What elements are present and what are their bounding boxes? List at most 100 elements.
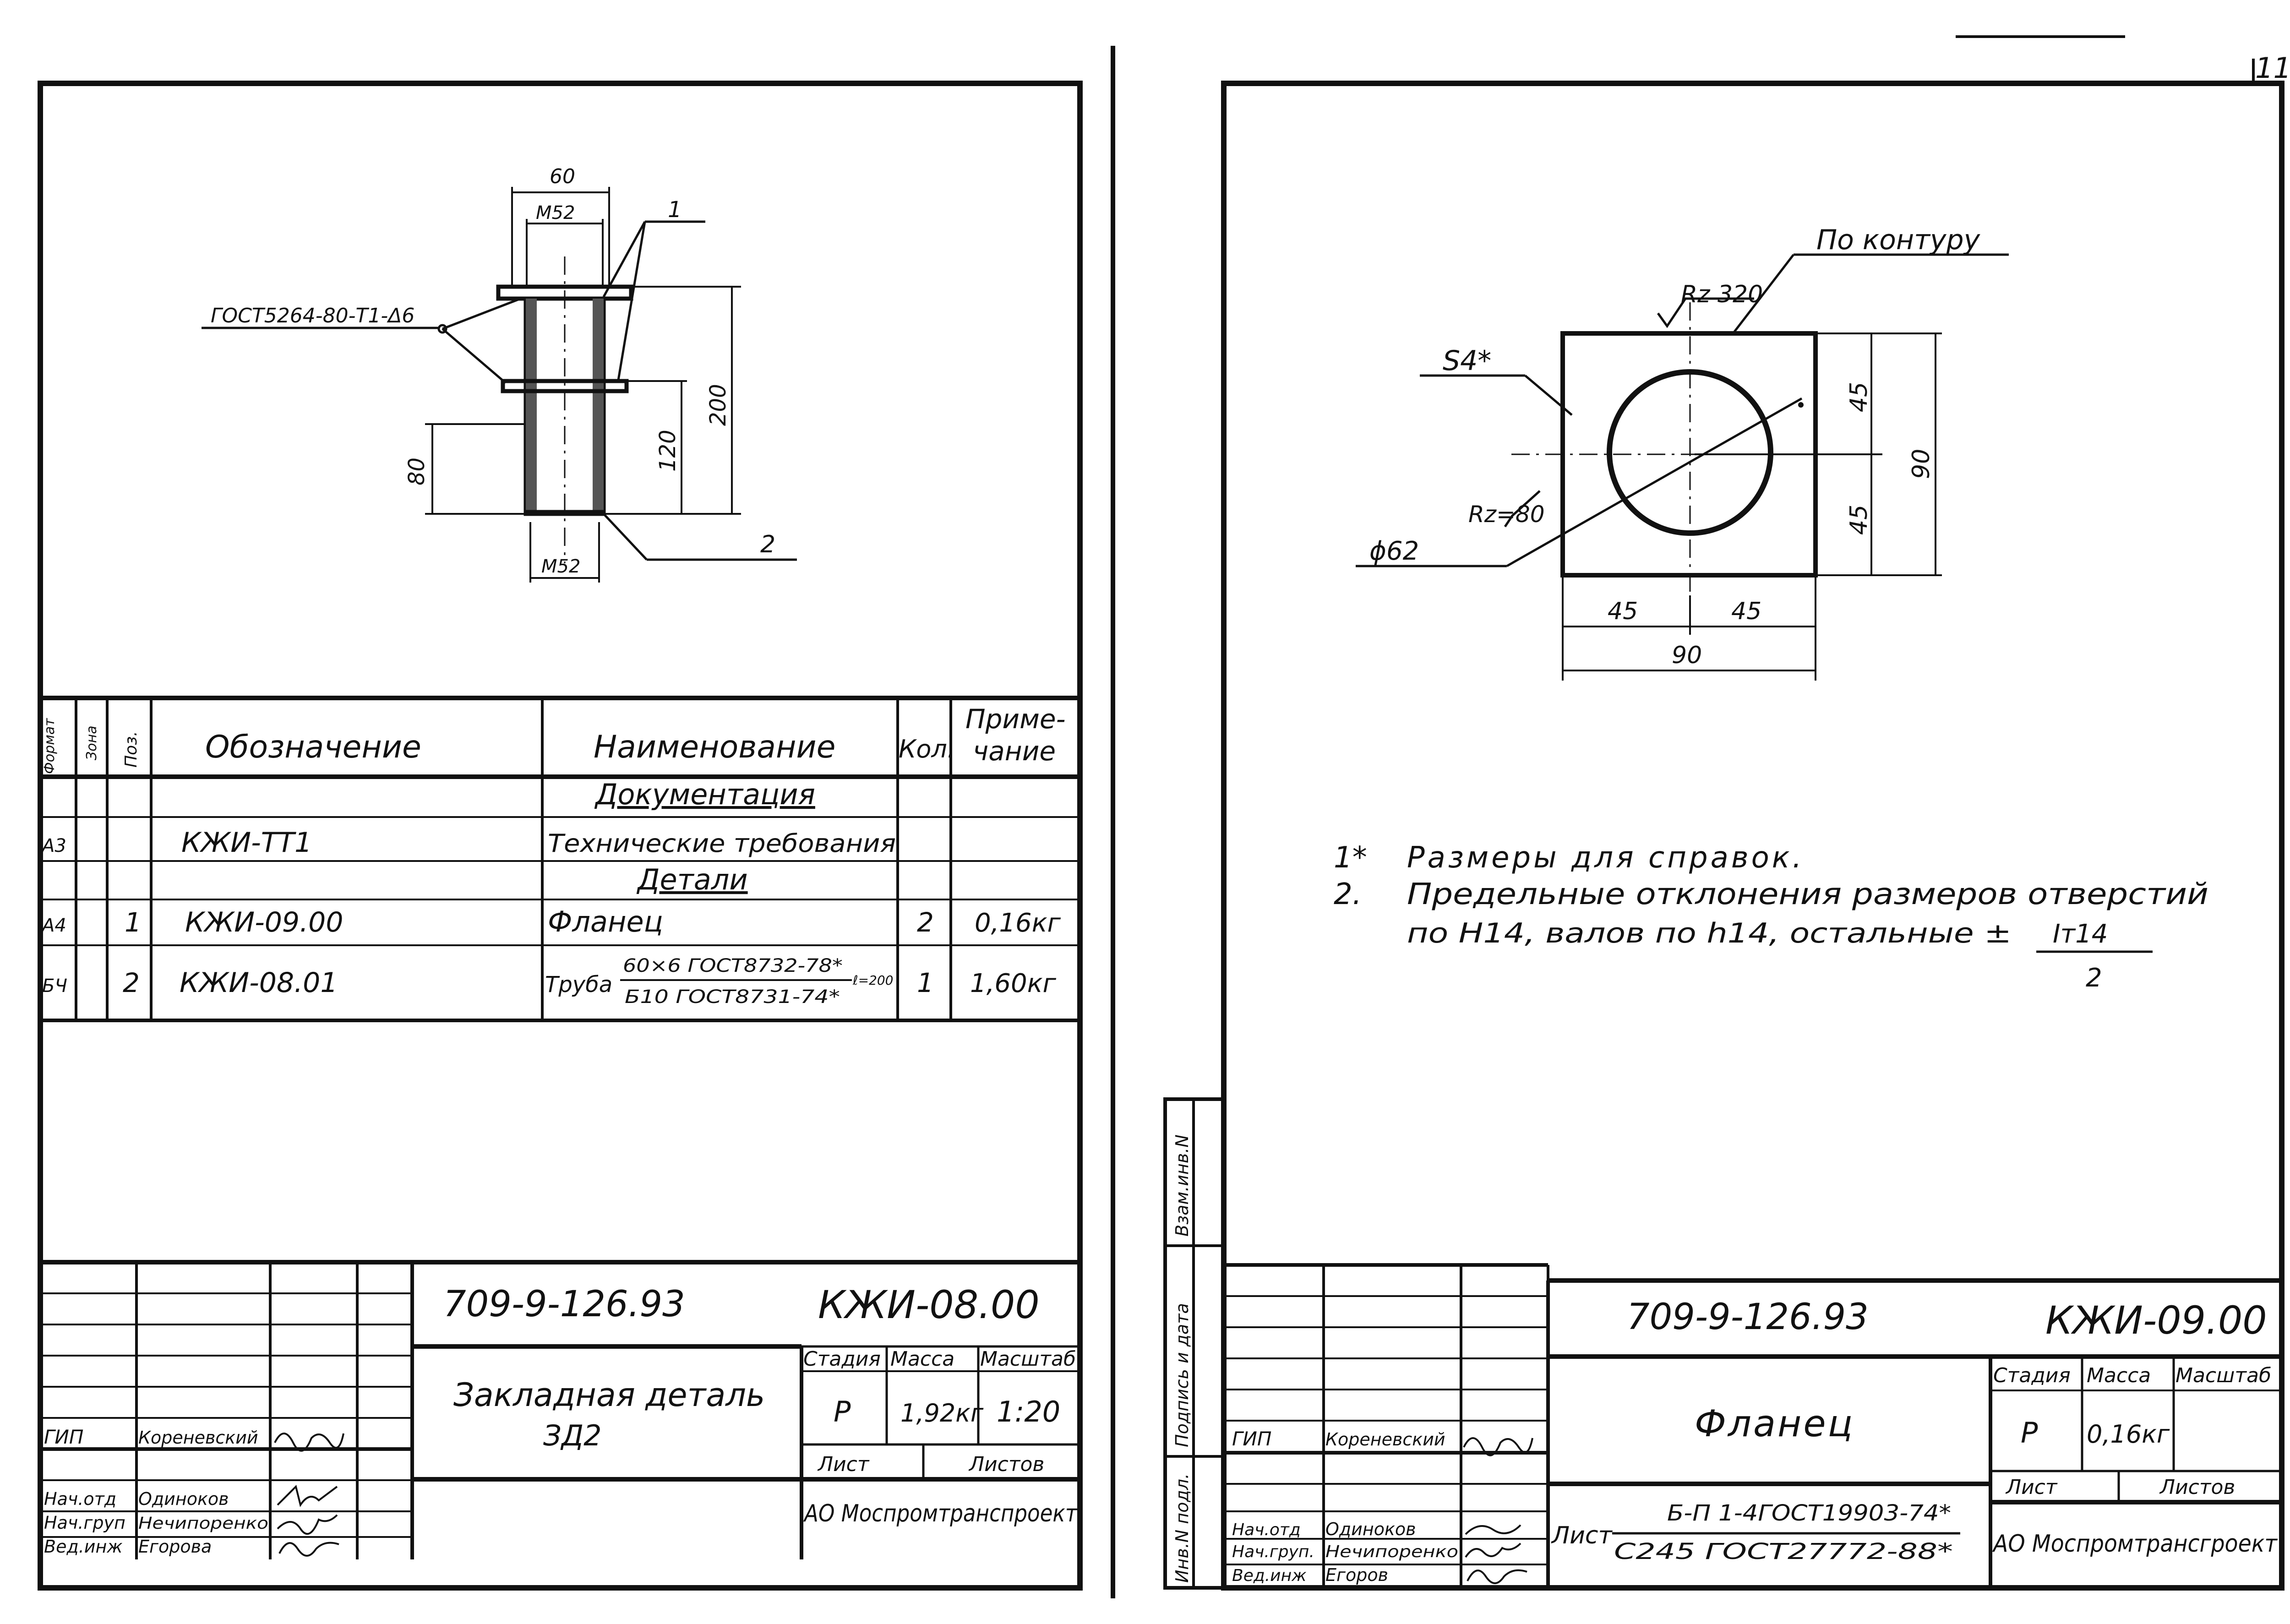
pipe-denominator: Б10 ГОСТ8731-74*	[625, 986, 840, 1008]
role-lead-eng: Вед.инж	[44, 1537, 123, 1557]
pos-2-label: 2	[760, 531, 775, 558]
dim-height-mid: 120	[655, 430, 681, 472]
dim-height-low: 80	[404, 458, 430, 485]
hole-diameter: ϕ62	[1369, 536, 1419, 566]
signature	[274, 1433, 344, 1452]
signature	[277, 1514, 338, 1535]
roughness-top: Rz 320	[1681, 281, 1763, 308]
col-designation: Обозначение	[205, 729, 421, 765]
embedded-part-drawing: 60 M52 M52 200 120 80	[202, 165, 797, 583]
section-parts: Детали	[636, 863, 748, 896]
name-head-dept: Одиноков	[138, 1489, 229, 1509]
row-3-format: БЧ	[42, 975, 67, 997]
col-name: Наименование	[594, 729, 835, 765]
material-denominator: С245 ГОСТ27772-88*	[1614, 1539, 1953, 1564]
part-title: Фланец	[1695, 1402, 1854, 1445]
signature	[278, 1542, 339, 1557]
stamp-inv-no: Инв.N подл.	[1172, 1473, 1192, 1583]
dim-width-top: 60	[550, 165, 575, 188]
row-2-name: Фланец	[548, 905, 663, 938]
designation: КЖИ-09.00	[2045, 1298, 2267, 1343]
technical-notes: 1* Размеры для справок. 2. Предельные от…	[1334, 841, 2208, 993]
tolerance-numerator: Iт14	[2053, 919, 2108, 949]
name-gip: Кореневский	[1325, 1429, 1445, 1450]
row-3-pos: 2	[123, 967, 140, 998]
col-zone: Зона	[84, 725, 100, 760]
note-1-number: 1*	[1334, 841, 1367, 875]
doc-code: 709-9-126.93	[1627, 1297, 1869, 1338]
title-line1: Закладная деталь	[453, 1376, 765, 1414]
role-head-dept: Нач.отд	[44, 1489, 116, 1509]
sheet-label: Лист	[817, 1453, 870, 1476]
name-lead-eng: Егоров	[1325, 1565, 1388, 1585]
pos-1-label: 1	[668, 197, 682, 223]
row-1-format: А3	[41, 835, 66, 856]
dim-90-vertical: 90	[1908, 449, 1935, 479]
stamp-sign-date: Подпись и дата	[1172, 1303, 1192, 1447]
name-gip: Кореневский	[138, 1428, 258, 1448]
row-2-designation: КЖИ-09.00	[185, 906, 344, 938]
row-2-note: 0,16кг	[975, 908, 1061, 938]
contour-note: По контуру	[1816, 224, 1981, 256]
role-head-dept: Нач.отд	[1232, 1520, 1301, 1539]
role-gip: ГИП	[44, 1426, 83, 1448]
thickness-note: S4*	[1443, 345, 1491, 377]
col-note-line1: Приме-	[965, 703, 1066, 735]
designation: КЖИ-08.00	[818, 1282, 1040, 1327]
section-documentation: Документация	[594, 778, 815, 811]
name-head-dept: Одиноков	[1325, 1519, 1416, 1539]
signature	[1465, 1524, 1521, 1535]
note-2-line2: по Н14, валов по h14, остальные ±	[1407, 917, 2012, 949]
signature	[277, 1485, 338, 1507]
name-head-group: Нечипоренко	[138, 1514, 268, 1533]
scale-value: 1:20	[997, 1395, 1060, 1428]
row-3-note: 1,60кг	[970, 969, 1057, 998]
role-head-group: Нач.груп	[44, 1513, 125, 1533]
dim-45-right: 45	[1731, 598, 1761, 625]
signature	[1467, 1569, 1527, 1584]
row-1-name: Технические требования	[548, 829, 896, 858]
pipe-length: ℓ=200	[852, 973, 893, 988]
pipe-numerator: 60×6 ГОСТ8732-78*	[623, 955, 843, 976]
row-2-format: А4	[41, 915, 66, 936]
stage-value: Р	[834, 1395, 851, 1428]
doc-code: 709-9-126.93	[443, 1284, 685, 1325]
dim-thread-bottom: M52	[541, 556, 580, 577]
title-line2: ЗД2	[543, 1419, 602, 1452]
name-head-group: Нечипоренко	[1325, 1542, 1458, 1561]
scale-label: Масштаб	[980, 1347, 1076, 1371]
sheets-label: Листов	[2159, 1476, 2235, 1499]
scale-label: Масштаб	[2176, 1364, 2271, 1387]
row-2-pos: 1	[125, 907, 142, 938]
row-1-designation: КЖИ-ТТ1	[181, 827, 312, 859]
note-2-number: 2.	[1334, 877, 1362, 911]
mass-label: Масса	[2087, 1364, 2151, 1387]
sheet-left: 60 M52 M52 200 120 80	[38, 81, 1083, 1591]
row-3-qty: 1	[917, 967, 934, 998]
sheet-right: 11 По контуру Rz 320 S4* ϕ62 Rz=80	[1163, 51, 2290, 1591]
pipe-label: Труба	[545, 972, 612, 997]
title-block-left: 709-9-126.93 КЖИ-08.00 Закладная деталь …	[40, 1260, 1080, 1559]
material-label: Лист	[1551, 1522, 1613, 1549]
col-note-line2: чание	[973, 736, 1056, 767]
stamp-replace-inv: Взам.инв.N	[1172, 1134, 1192, 1237]
mass-label: Масса	[890, 1347, 954, 1371]
flange-drawing: По контуру Rz 320 S4* ϕ62 Rz=80 45 45 90	[1356, 224, 2009, 681]
role-lead-eng: Вед.инж	[1232, 1566, 1307, 1585]
tolerance-denominator: 2	[2086, 963, 2102, 993]
organization: АО Моспромтрансгроект	[1992, 1530, 2278, 1558]
page-number: 11	[2255, 51, 2290, 85]
role-gip: ГИП	[1232, 1428, 1271, 1450]
col-qty: Кол.	[899, 735, 955, 763]
material-numerator: Б-П 1-4ГОСТ19903-74*	[1667, 1500, 1951, 1526]
role-head-group: Нач.груп.	[1232, 1542, 1314, 1561]
dim-45-lower: 45	[1845, 505, 1873, 535]
sheets-label: Листов	[968, 1453, 1044, 1476]
name-lead-eng: Егорова	[138, 1537, 212, 1557]
note-1-text: Размеры для справок.	[1407, 841, 1805, 875]
side-stamp: Инв.N подл. Подпись и дата Взам.инв.N	[1163, 1097, 1226, 1590]
mass-value: 1,92кг	[900, 1399, 984, 1428]
dim-thread-top: M52	[536, 202, 575, 223]
col-format: Формат	[42, 718, 58, 774]
